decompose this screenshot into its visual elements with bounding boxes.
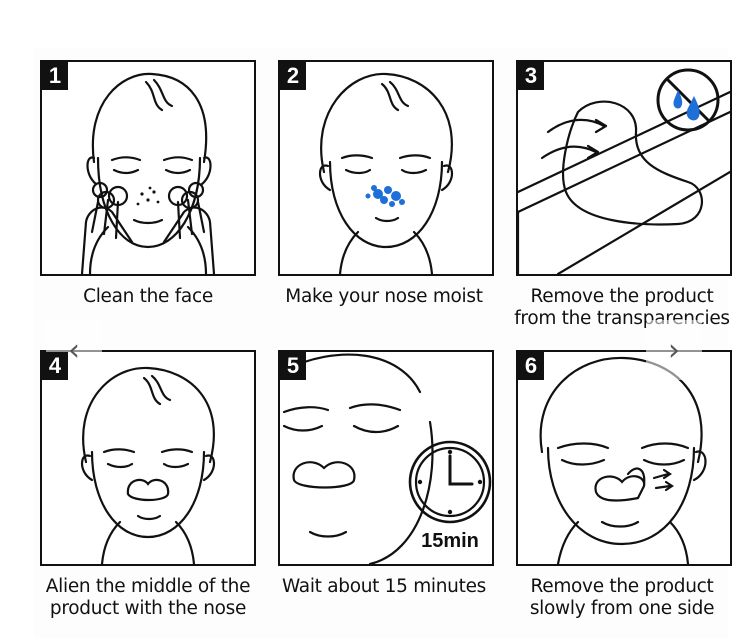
step-number: 4	[42, 352, 68, 380]
step-5-caption: Wait about 15 minutes	[282, 576, 486, 597]
step-6-caption: Remove the product slowly from one side	[529, 576, 715, 619]
instruction-sheet: 1	[34, 48, 732, 638]
step-4-caption: Alien the middle of the product with the…	[45, 576, 251, 619]
step-3-caption: Remove the product from the transparenci…	[514, 286, 730, 329]
face-washing-illustration	[80, 72, 216, 274]
step-3-panel: 3	[516, 60, 732, 276]
chevron-right-icon: ›	[668, 332, 680, 368]
step-6-panel: 6	[516, 350, 732, 566]
step-number: 2	[280, 62, 306, 90]
next-arrow-button[interactable]: ›	[646, 320, 702, 380]
step-number: 3	[518, 62, 544, 90]
step-number: 5	[280, 352, 306, 380]
step-4-panel: 4	[40, 350, 256, 566]
strip-on-nose-illustration	[80, 366, 216, 564]
peel-transparency-illustration	[518, 68, 730, 274]
timer-label: 15min	[421, 530, 479, 552]
step-1-panel: 1	[40, 60, 256, 276]
step-number: 1	[42, 62, 68, 90]
step-2-panel: 2	[278, 60, 494, 276]
step-number: 6	[518, 352, 544, 380]
moist-nose-illustration	[318, 72, 454, 274]
step-2-caption: Make your nose moist	[285, 286, 483, 307]
step-1-caption: Clean the face	[83, 286, 213, 307]
chevron-left-icon: ‹	[68, 332, 80, 368]
peel-strip-illustration	[539, 356, 707, 564]
step-5-panel: 5 15min	[278, 350, 494, 566]
